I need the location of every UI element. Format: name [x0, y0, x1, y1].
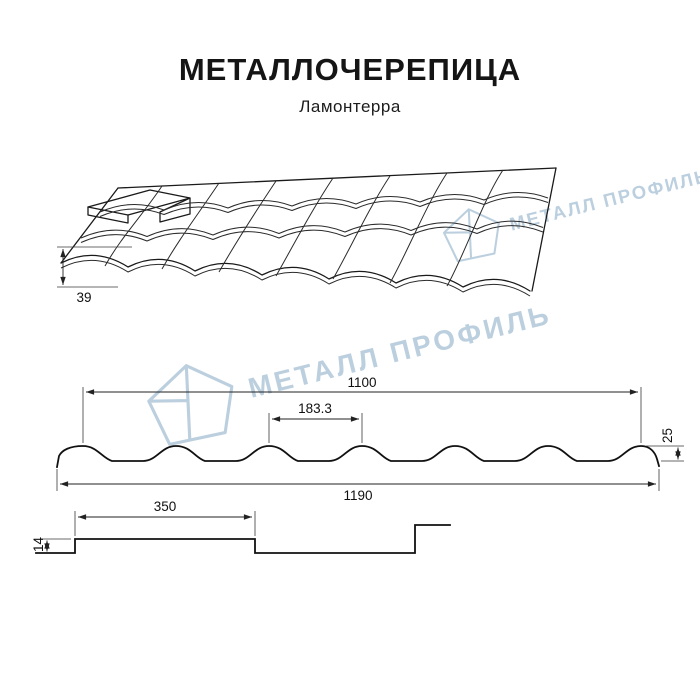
wave-column-line — [161, 182, 220, 270]
dim-label-step-height: 14 — [31, 536, 46, 552]
sheet-right-edge — [531, 167, 557, 292]
tile-row-line — [99, 196, 549, 217]
eave-edge — [60, 254, 531, 292]
page-subtitle: Ламонтерра — [299, 97, 401, 116]
extension-line — [646, 445, 684, 462]
extension-line — [268, 413, 363, 443]
dimension-full-width: 1190 — [56, 469, 660, 503]
tile-row-line — [99, 191, 549, 213]
profile-curve — [55, 445, 661, 469]
dimension-step-length: 350 — [74, 499, 256, 536]
ridge-strip — [87, 189, 191, 216]
header: МЕТАЛЛОЧЕРЕПИЦА Ламонтерра — [0, 52, 700, 117]
wave-column-line — [332, 175, 391, 280]
ridge-strip-face — [87, 206, 129, 224]
dim-label-step-length: 350 — [154, 499, 177, 514]
eave-edge-thickness — [60, 259, 531, 297]
extension-line — [82, 387, 642, 443]
dimension-step-height: 14 — [31, 536, 71, 552]
sheet-left-edge — [60, 187, 119, 264]
wave-column-line — [389, 172, 448, 284]
side-profile: 350 14 — [31, 499, 451, 554]
tile-sheet — [60, 167, 557, 297]
extension-line — [74, 511, 256, 536]
wave-column-line — [275, 177, 334, 277]
step-profile-curve — [35, 524, 451, 554]
perspective-view: 39 — [57, 167, 557, 305]
dim-label-profile-height: 25 — [660, 428, 675, 443]
dim-label-wave-pitch: 183.3 — [298, 401, 332, 416]
dimension-wave-pitch: 183.3 — [268, 401, 363, 443]
wave-column-line — [104, 185, 163, 267]
dim-label-cover-width: 1100 — [347, 375, 376, 390]
wave-column-line — [218, 180, 277, 273]
dimension-overhang: 39 — [57, 246, 132, 305]
sheet-top-edge — [117, 167, 557, 189]
dim-label-overhang: 39 — [76, 290, 91, 305]
extension-line — [56, 469, 660, 491]
cross-section: 1100 183.3 25 1190 — [55, 375, 684, 503]
dim-label-full-width: 1190 — [343, 488, 372, 503]
dimension-profile-height: 25 — [646, 428, 684, 462]
page-title: МЕТАЛЛОЧЕРЕПИЦА — [178, 52, 522, 87]
